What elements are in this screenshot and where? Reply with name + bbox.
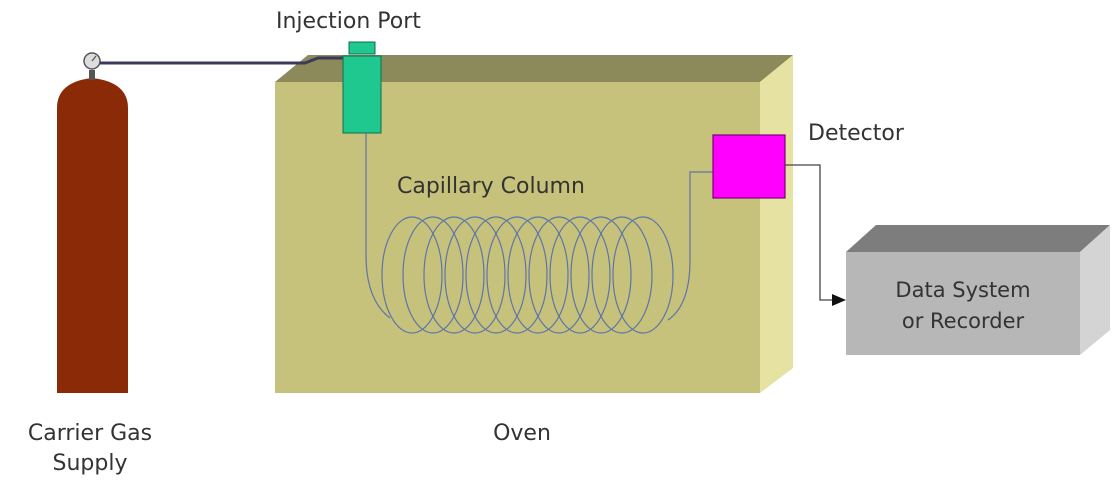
oven [275,55,793,393]
detector-box [712,134,786,199]
data-system-label-line1: Data System [895,278,1030,302]
injection-port [342,41,382,134]
detector-label: Detector [808,121,905,146]
capillary-column-label: Capillary Column [397,174,585,199]
carrier-gas-line [100,56,345,65]
capillary-column-coil [365,133,714,334]
injection-port-body [342,55,382,134]
column-inlet-tube [365,133,391,319]
carrier-gas-label-line2: Supply [53,451,128,476]
injection-port-septum [348,41,376,55]
signal-arrow-icon [832,294,846,306]
oven-side-face [760,55,793,393]
oven-front-face [275,82,760,393]
column-outlet-tube [667,171,714,321]
data-system-box [846,225,1110,355]
injection-port-label: Injection Port [276,9,421,34]
cylinder-neck [89,70,95,80]
data-system-label-line2: or Recorder [902,309,1025,333]
oven-top-face [275,55,793,82]
data-box-side-face [1080,225,1110,355]
data-box-front-face [846,252,1080,355]
cylinder-body [57,78,128,393]
oven-label: Oven [493,421,551,446]
signal-line [785,164,832,301]
gauge-needle [91,55,97,62]
carrier-gas-cylinder [57,52,128,393]
data-box-top-face [846,225,1110,252]
carrier-gas-label-line1: Carrier Gas [28,421,152,446]
